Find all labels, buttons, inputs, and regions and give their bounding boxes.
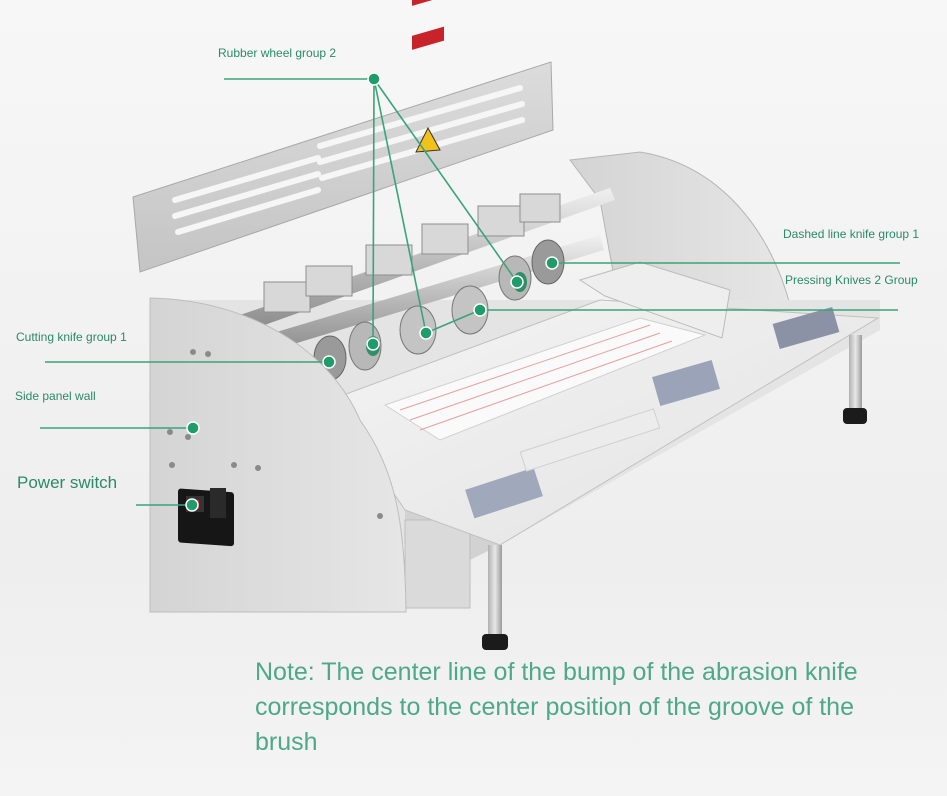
- knife-holders: [263, 193, 561, 313]
- back-plate: [132, 61, 554, 273]
- marker-power-switch: [185, 498, 199, 512]
- marker-wheel-2: [510, 275, 524, 289]
- power-switch-icon: [178, 488, 234, 547]
- marker-pressing-knives: [473, 303, 487, 317]
- note-text: Note: The center line of the bump of the…: [255, 658, 858, 756]
- label-pressing-knives-2-group: Pressing Knives 2 Group: [785, 273, 918, 287]
- marker-dashed-knife: [545, 256, 559, 270]
- marker-wheel-1: [366, 337, 380, 351]
- label-cutting-knife-group-1: Cutting knife group 1: [16, 330, 127, 344]
- marker-side-panel: [186, 421, 200, 435]
- marker-wheel-3: [419, 326, 433, 340]
- leader-rubber-wheel-b: [373, 78, 518, 283]
- label-side-panel-wall: Side panel wall: [15, 389, 96, 403]
- legs: [482, 335, 867, 650]
- label-power-switch: Power switch: [17, 473, 118, 492]
- label-rubber-wheel-group-2: Rubber wheel group 2: [218, 46, 337, 60]
- label-dashed-line-knife-group-1: Dashed line knife group 1: [783, 227, 920, 241]
- leader-markers: [185, 72, 559, 512]
- feed-table: [329, 261, 880, 546]
- leader-rubber-wheel-c: [373, 78, 427, 334]
- leader-lines: [40, 78, 900, 506]
- leader-pressing-knives-b: [425, 309, 481, 334]
- leader-rubber-wheel-a: [372, 78, 375, 345]
- marker-rubber-wheel: [367, 72, 381, 86]
- marker-cutting-knife: [322, 355, 336, 369]
